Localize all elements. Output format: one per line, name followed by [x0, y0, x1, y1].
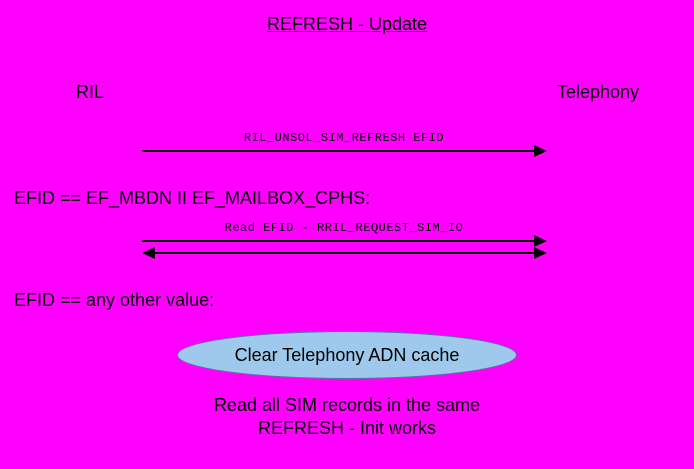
message-1-label: RIL_UNSOL_SIM_REFRESH EFID — [243, 131, 445, 145]
footer-note-line2: REFRESH - Init works — [257, 418, 437, 438]
message-2-bottom-arrowhead-right-icon — [534, 247, 547, 259]
actor-telephony: Telephony — [557, 82, 640, 102]
message-2-top-arrowhead-right-icon — [534, 235, 547, 247]
footer-note: Read all SIM records in the same REFRESH… — [0, 394, 694, 440]
message-1-line — [142, 150, 534, 152]
message-2-line-top — [142, 240, 534, 242]
condition-mbdn-mailbox: EFID == EF_MBDN II EF_MAILBOX_CPHS: — [14, 188, 371, 208]
diagram-title: REFRESH - Update — [266, 14, 428, 34]
clear-adn-cache-label: Clear Telephony ADN cache — [234, 344, 460, 365]
message-1-arrowhead-right-icon — [534, 145, 547, 157]
clear-adn-cache-node: Clear Telephony ADN cache — [177, 331, 517, 379]
condition-any-other-value: EFID == any other value: — [14, 290, 215, 310]
actor-ril: RIL — [76, 82, 105, 102]
footer-note-line1: Read all SIM records in the same — [213, 395, 481, 415]
message-2-line-bottom — [155, 252, 534, 254]
message-2-bottom-arrowhead-left-icon — [142, 247, 155, 259]
message-2-label: Read EFID - RRIL_REQUEST_SIM_IO — [224, 221, 464, 235]
